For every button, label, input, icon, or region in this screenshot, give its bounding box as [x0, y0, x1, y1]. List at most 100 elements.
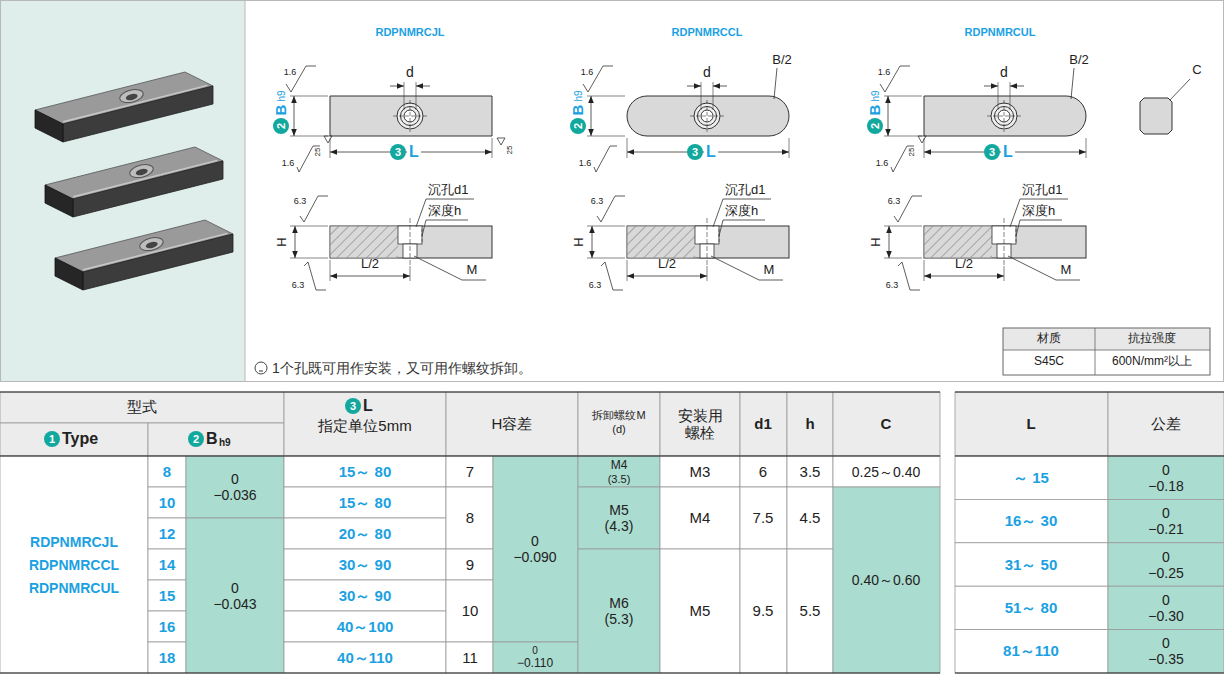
- callout-number: 2: [273, 118, 289, 134]
- table-header: 公差: [1151, 415, 1181, 432]
- leader-line: [711, 256, 783, 280]
- dimension-line: [984, 86, 998, 87]
- table-cell: [284, 611, 446, 642]
- table-cell: M5: [690, 602, 711, 619]
- dimension-label: d: [1000, 64, 1008, 80]
- feature-note: 沉孔d1: [1022, 183, 1062, 198]
- key-highlight: [83, 233, 227, 269]
- roughness-value: 1.6: [579, 158, 592, 168]
- table-cell: 9: [466, 556, 474, 573]
- key-end-face: [35, 110, 63, 142]
- table-cell: 18: [159, 649, 176, 666]
- leader-line: [1071, 68, 1074, 99]
- leader-line: [1016, 220, 1062, 236]
- dimension-label: H: [869, 237, 884, 246]
- key-end-face: [45, 185, 73, 217]
- drawing-title: RDPNMRCUL: [965, 26, 1036, 39]
- dimension-label: M: [1061, 263, 1072, 278]
- table-header: 抗拉强度: [1128, 332, 1176, 346]
- table-rule: [955, 456, 1224, 457]
- table-cell: [284, 456, 446, 487]
- dimension-label: M: [467, 263, 478, 278]
- drawing-title: RDPNMRCJL: [375, 26, 444, 39]
- table-cell: 10: [462, 602, 479, 619]
- table-cell: 16: [159, 618, 176, 635]
- table-cell: −0.30: [1148, 608, 1183, 624]
- table-cell: S45C: [1034, 355, 1064, 369]
- table-header-cell: [284, 392, 446, 456]
- table-header: (d): [612, 423, 625, 436]
- table-header: 安装用螺栓: [675, 407, 725, 442]
- table-cell: 4.5: [800, 509, 821, 526]
- table-cell: 12: [159, 525, 176, 542]
- callout-number: 2: [188, 431, 204, 447]
- center-line: [410, 218, 411, 266]
- table-cell: [1108, 586, 1224, 629]
- table-header-cell: [0, 423, 148, 456]
- table-cell: 6: [759, 463, 767, 480]
- flatness-value: 25: [907, 148, 916, 157]
- extension-line: [587, 136, 625, 137]
- table-cell: −0.036: [213, 487, 256, 503]
- table-cell: [578, 549, 660, 673]
- table-cell: 15～ 80: [339, 494, 392, 511]
- table-cell: [955, 543, 1108, 586]
- note-text: 1个孔既可用作安装，又可用作螺纹拆卸。: [272, 360, 532, 376]
- dimension-line: [687, 86, 701, 87]
- table-cell: [955, 499, 1108, 542]
- table-cell: −0.25: [1148, 564, 1183, 580]
- dimension-label: L: [407, 143, 421, 161]
- feature-note: 深度h: [1022, 204, 1055, 219]
- table-header-cell: [446, 392, 578, 456]
- table-cell: [148, 518, 186, 549]
- material-table: [1003, 328, 1210, 375]
- tolerance-class: h9: [573, 90, 585, 101]
- leader-line: [719, 220, 765, 236]
- table-cell: [148, 580, 186, 611]
- table-cell: −0.110: [517, 657, 553, 671]
- table-cell: [1108, 499, 1224, 542]
- flatness-value: 25: [313, 148, 322, 157]
- extension-line: [330, 260, 331, 281]
- extension-line: [290, 226, 328, 227]
- table-header: 材质: [1037, 332, 1061, 346]
- dimension-label: d: [406, 64, 414, 80]
- dimension-line: [592, 226, 593, 258]
- feature-note: 深度h: [725, 204, 758, 219]
- extension-line: [924, 138, 925, 158]
- key-side-face: [73, 161, 223, 217]
- table-cell: 0: [1162, 505, 1170, 521]
- extension-line: [587, 96, 625, 97]
- flatness-symbol: [918, 136, 926, 143]
- table-header-cell: [740, 392, 787, 456]
- table-cell: [833, 487, 940, 673]
- drawing-title: RDPNMRCCL: [672, 26, 743, 39]
- part-side-view: [330, 226, 492, 258]
- callout-number: 3: [984, 144, 1000, 160]
- table-cell: −0.043: [213, 595, 256, 611]
- table-cell: 0: [231, 471, 239, 487]
- flatness-value: 25: [505, 146, 514, 155]
- table-cell: [787, 487, 833, 549]
- table-cell: 8: [466, 509, 474, 526]
- dimension-label: L: [704, 143, 718, 161]
- table-header-cell: [660, 392, 740, 456]
- table-header-cell: [955, 392, 1108, 456]
- roughness-value: 6.3: [591, 196, 604, 206]
- table-cell: (5.3): [605, 611, 634, 627]
- table-header: Type: [62, 430, 98, 448]
- extension-line: [627, 138, 628, 158]
- table-cell: [186, 456, 284, 518]
- table-cell: [740, 456, 787, 487]
- extension-line: [290, 96, 328, 97]
- table-header-cell: [0, 392, 284, 423]
- table-cell: [446, 456, 493, 487]
- table-cell: 14: [159, 556, 176, 573]
- table-header: C: [881, 415, 892, 432]
- extension-line: [587, 258, 625, 259]
- feature-note: 深度h: [428, 204, 461, 219]
- table-cell: [578, 487, 660, 549]
- table-header: 拆卸螺纹M: [592, 409, 645, 422]
- type-code: RDPNMRCJL: [30, 533, 118, 549]
